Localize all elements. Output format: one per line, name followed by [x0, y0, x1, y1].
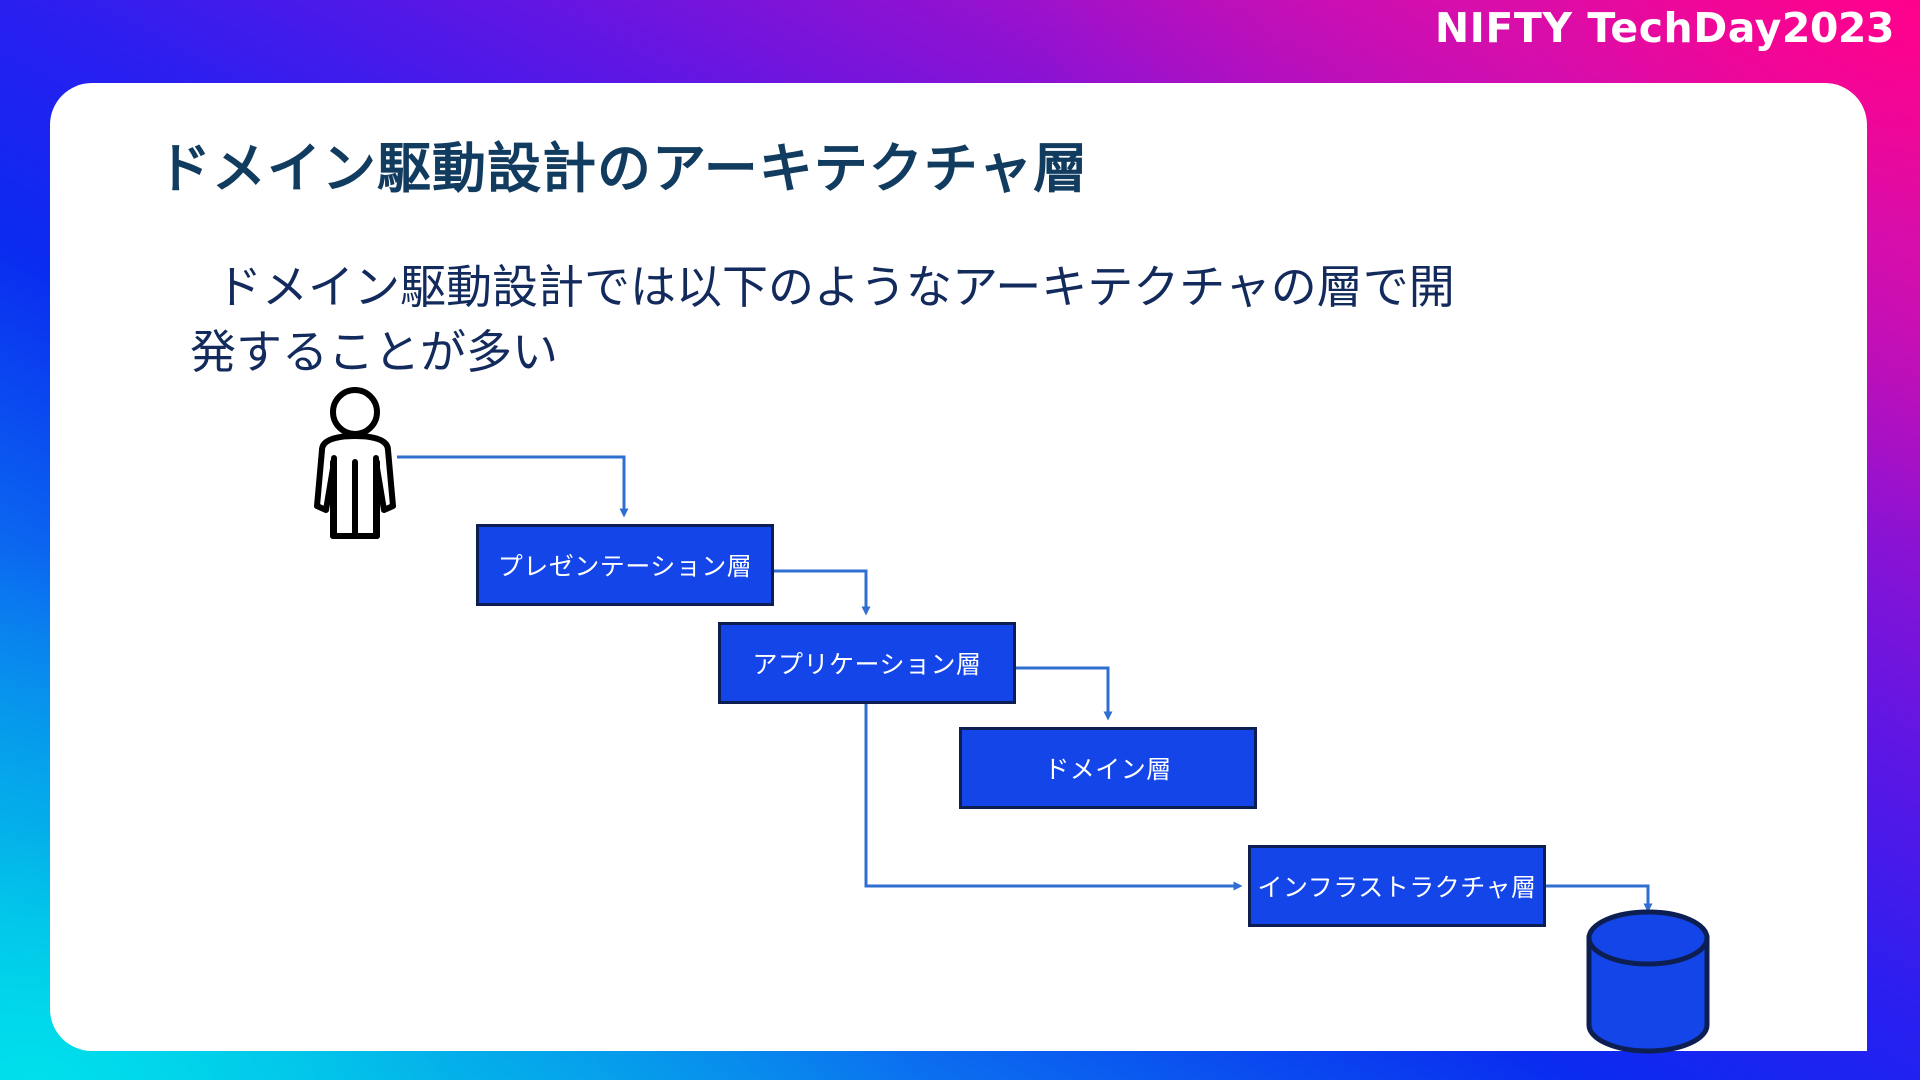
layer-label-infrastructure: インフラストラクチャ層: [1257, 873, 1537, 902]
slide-card: [50, 83, 1867, 1051]
body-line-1: ドメイン駆動設計では以下のようなアーキテクチャの層で開: [216, 260, 1455, 314]
layer-label-presentation: プレゼンテーション層: [497, 552, 753, 581]
page-title: ドメイン駆動設計のアーキテクチャ層: [157, 137, 1089, 200]
layer-box-application[interactable]: アプリケーション層: [718, 622, 1016, 704]
layer-box-infrastructure[interactable]: インフラストラクチャ層: [1248, 845, 1546, 927]
layer-box-domain[interactable]: ドメイン層: [959, 727, 1257, 809]
logo-product-text: TechDay: [1587, 4, 1782, 52]
body-paragraph: ドメイン駆動設計では以下のようなアーキテクチャの層で開 発することが多い: [190, 255, 1780, 386]
layer-box-presentation[interactable]: プレゼンテーション層: [476, 524, 774, 606]
body-line-2: 発することが多い: [190, 325, 558, 380]
nifty-techday-logo: NIFTY TechDay2023: [1434, 4, 1895, 52]
logo-year-text: 2023: [1781, 4, 1895, 52]
layer-label-domain: ドメイン層: [1044, 755, 1172, 784]
layer-label-application: アプリケーション層: [752, 650, 982, 679]
logo-brand-text: NIFTY: [1434, 4, 1573, 52]
